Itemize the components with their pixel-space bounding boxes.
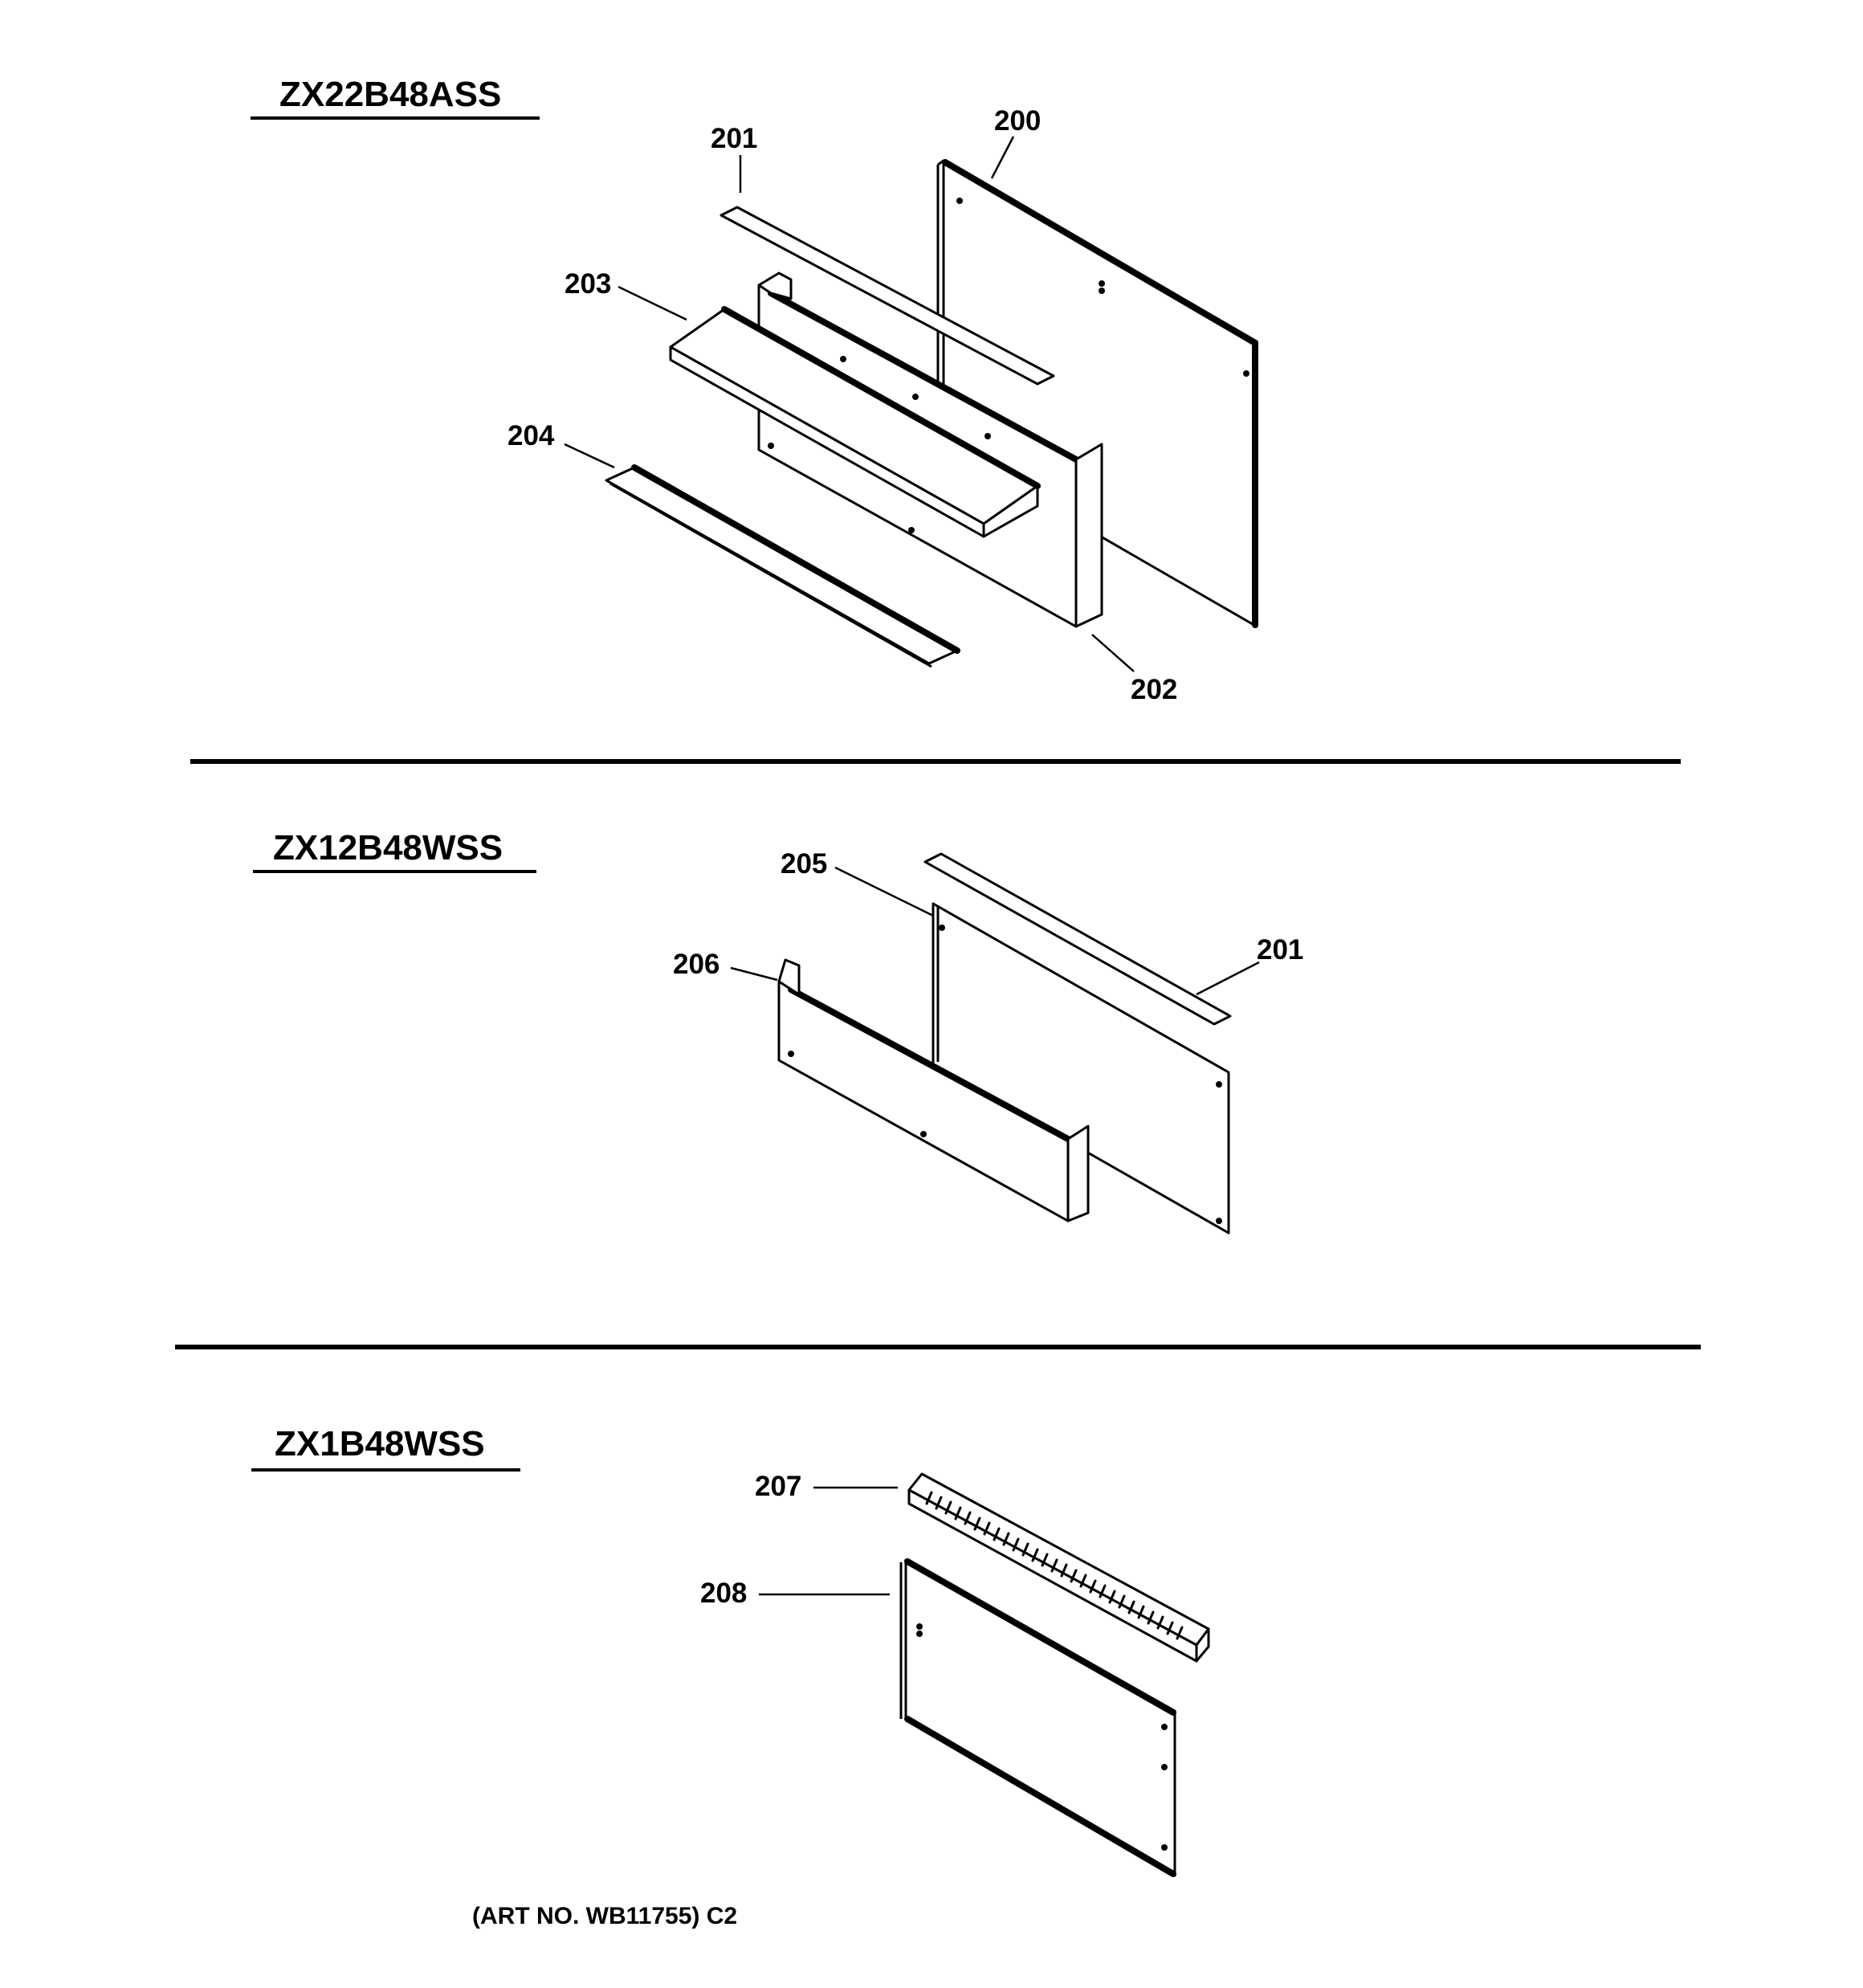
callout-200: 200 bbox=[994, 105, 1041, 137]
part-207-vent-grille bbox=[907, 1472, 1210, 1663]
section-zx22b48ass: ZX22B48ASS 200 201 bbox=[251, 75, 1258, 705]
part-201-trim-strip bbox=[720, 206, 1055, 386]
part-204-bottom-rail bbox=[605, 464, 960, 668]
leader-206 bbox=[730, 966, 778, 982]
part-205-back-panel bbox=[932, 902, 1230, 1235]
leader-205 bbox=[834, 866, 934, 917]
model-title-zx12b48wss: ZX12B48WSS bbox=[273, 828, 503, 867]
vent-slots bbox=[925, 1491, 1184, 1640]
leader-200 bbox=[990, 136, 1015, 179]
section-zx1b48wss: ZX1B48WSS 207 208 bbox=[251, 1424, 1210, 1877]
callout-208: 208 bbox=[700, 1578, 747, 1609]
callout-203: 203 bbox=[565, 268, 611, 300]
leader-204 bbox=[564, 443, 615, 469]
part-201-trim-strip bbox=[923, 852, 1232, 1026]
callout-206: 206 bbox=[673, 949, 720, 980]
part-208-panel bbox=[899, 1558, 1176, 1877]
callout-202: 202 bbox=[1131, 674, 1177, 705]
leader-201-section2 bbox=[1196, 961, 1260, 996]
model-title-zx22b48ass: ZX22B48ASS bbox=[279, 75, 501, 114]
callout-205: 205 bbox=[781, 848, 827, 880]
part-206-front-panel bbox=[777, 958, 1090, 1223]
part-200-back-panel bbox=[936, 159, 1258, 628]
leader-202 bbox=[1091, 634, 1135, 672]
callout-201-section2: 201 bbox=[1257, 934, 1303, 965]
section-zx12b48wss: ZX12B48WSS 205 201 206 bbox=[253, 828, 1303, 1235]
art-number-footer: (ART NO. WB11755) C2 bbox=[472, 1903, 737, 1929]
callout-207: 207 bbox=[755, 1471, 801, 1502]
callout-204: 204 bbox=[508, 420, 555, 451]
leader-203 bbox=[618, 285, 687, 321]
callout-201: 201 bbox=[711, 123, 757, 154]
part-203-shelf bbox=[669, 306, 1041, 538]
model-title-zx1b48wss: ZX1B48WSS bbox=[275, 1424, 485, 1463]
